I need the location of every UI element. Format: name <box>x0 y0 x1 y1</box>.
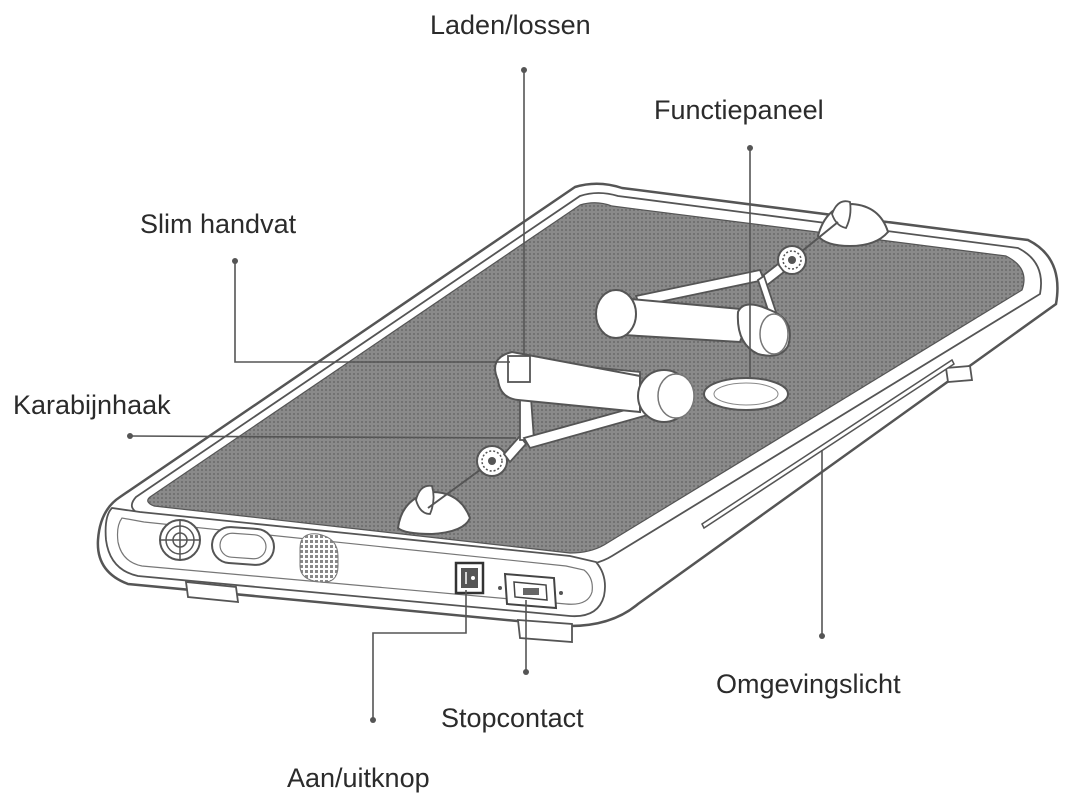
leader-lines <box>129 70 823 720</box>
front-panel-inner <box>116 517 593 605</box>
front-anchor-dome <box>396 484 472 536</box>
leader-power-switch <box>372 590 467 720</box>
front-pulley <box>476 434 528 477</box>
display-window <box>211 526 275 566</box>
leader-carabiner <box>129 435 517 439</box>
device-feet <box>184 365 974 643</box>
speaker-vent <box>299 533 339 583</box>
label-charge: Laden/lossen <box>430 10 591 40</box>
rear-handle <box>595 268 791 357</box>
label-smart-handle: Slim handvat <box>140 209 297 239</box>
front-handle <box>494 350 695 450</box>
power-socket <box>498 572 563 610</box>
ambient-light-strip <box>701 358 955 530</box>
label-socket: Stopcontact <box>441 703 584 733</box>
fan-grille <box>159 519 201 561</box>
label-ambient-light: Omgevingslicht <box>716 669 901 699</box>
power-switch <box>454 561 485 595</box>
label-function-panel: Functiepaneel <box>654 95 824 125</box>
label-carabiner: Karabijnhaak <box>13 390 171 420</box>
label-power-switch: Aan/uitknop <box>287 763 430 793</box>
rear-anchor-dome <box>816 200 890 248</box>
leader-smart-handle <box>234 261 510 363</box>
leader-dots <box>127 67 825 723</box>
